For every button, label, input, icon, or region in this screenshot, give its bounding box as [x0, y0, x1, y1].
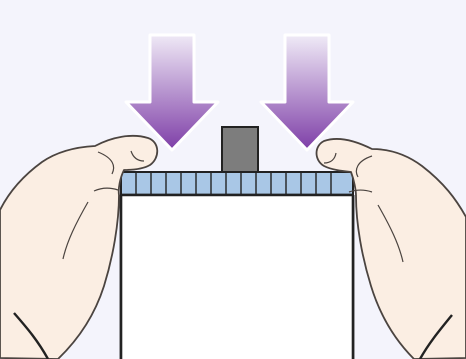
- segmented-strip: [121, 172, 353, 195]
- paper-fill: [122, 196, 352, 359]
- center-pin: [222, 127, 258, 172]
